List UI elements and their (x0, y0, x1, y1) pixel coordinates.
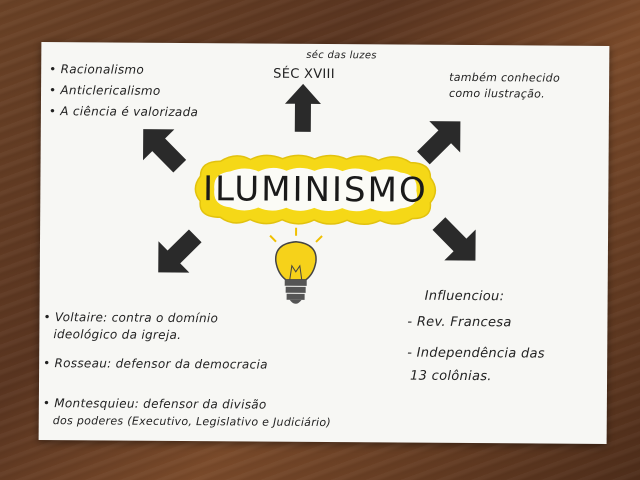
arrows-layer (143, 83, 476, 304)
thinker-voltaire-line-1: Voltaire: contra o domínio (43, 310, 218, 325)
arrow-down-right-icon (432, 217, 476, 261)
arrow-up-right-icon (417, 121, 461, 165)
thinker-montesquieu-line-2: dos poderes (Executivo, Legislativo e Ju… (52, 414, 332, 430)
arrow-down-left-icon (158, 229, 202, 273)
arrow-up-icon (284, 83, 321, 132)
thinker-rousseau: Rosseau: defensor da democracia (43, 356, 267, 371)
thinker-montesquieu-line-1: Montesquieu: defensor da divisão (43, 396, 267, 411)
cloud-shape (194, 154, 437, 226)
influence-heading: Influenciou: (424, 288, 505, 305)
thinker-voltaire-line-2: ideológico da igreja. (53, 327, 182, 343)
mind-map-paper: Racionalismo Anticlericalismo A ciência … (38, 42, 610, 444)
title-cloud: ILUMINISMO (190, 151, 441, 229)
influence-item-13-colonias: 13 colônias. (410, 368, 492, 385)
arrow-up-left-icon (143, 129, 187, 173)
lightbulb-icon (269, 227, 323, 304)
influence-item-rev-francesa: - Rev. Francesa (407, 314, 512, 331)
influence-item-independencia: - Independência das (407, 345, 545, 362)
